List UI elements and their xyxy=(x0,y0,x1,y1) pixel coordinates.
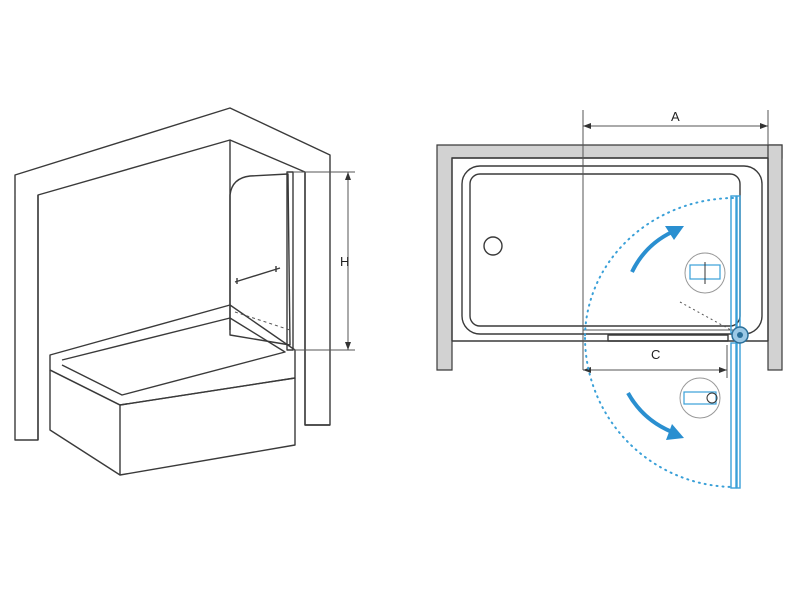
hinge-detail-icon xyxy=(684,252,726,294)
bathtub-plan xyxy=(451,157,769,342)
width-c-label: C xyxy=(651,347,660,362)
bathtub xyxy=(49,304,296,476)
door-swing xyxy=(584,195,741,489)
isometric-view: H xyxy=(14,107,355,476)
wall xyxy=(436,144,783,371)
width-a-dimension: A xyxy=(582,109,769,370)
height-label: H xyxy=(340,254,349,269)
width-c-dimension: C xyxy=(583,345,728,378)
drain-icon xyxy=(483,236,503,256)
glass-screen xyxy=(229,171,294,351)
hinge-detail-icon xyxy=(679,377,721,419)
width-a-label: A xyxy=(671,109,680,124)
plan-view: A C xyxy=(436,109,783,489)
height-dimension: H xyxy=(293,171,355,351)
